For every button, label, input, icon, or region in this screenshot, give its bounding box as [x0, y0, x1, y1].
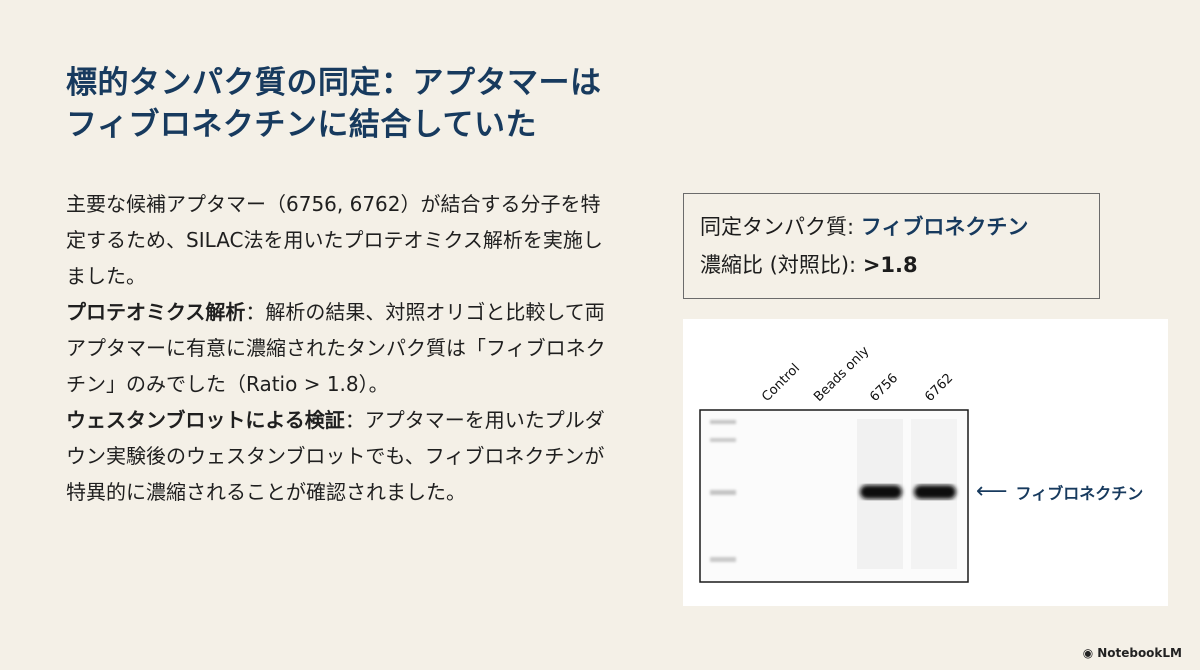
- ladder-band: [710, 490, 736, 495]
- left-arrow-icon: ⟵: [976, 479, 1008, 504]
- intro-paragraph: 主要な候補アプタマー（6756, 6762）が結合する分子を特定するため、SIL…: [66, 192, 603, 288]
- ratio-row: 濃縮比 (対照比): >1.8: [700, 246, 1099, 284]
- proteomics-heading: プロテオミクス解析: [66, 300, 246, 324]
- proteomics-text: ：解析の結果、対照オリゴと比較して両アプタマーに有意に濃縮されたタンパク質は「フ…: [66, 300, 606, 396]
- western-paragraph: ウェスタンブロットによる検証：アプタマーを用いたプルダウン実験後のウェスタンブロ…: [66, 402, 606, 510]
- protein-bands: [860, 485, 956, 499]
- lane-label-beads-only: Beads only: [811, 343, 872, 404]
- western-heading: ウェスタンブロットによる検証: [66, 408, 345, 432]
- ladder-band: [710, 420, 736, 424]
- body-text: 主要な候補アプタマー（6756, 6762）が結合する分子を特定するため、SIL…: [66, 186, 606, 510]
- lane-label-control: Control: [759, 361, 803, 405]
- protein-row: 同定タンパク質: フィブロネクチン: [700, 208, 1099, 246]
- western-text: ：アプタマーを用いたプルダウン実験後のウェスタンブロットでも、フィブロネクチンが…: [66, 408, 605, 504]
- protein-value: フィブロネクチン: [860, 215, 1029, 239]
- protein-label: 同定タンパク質:: [700, 215, 861, 239]
- band-6756: [860, 485, 902, 499]
- notebooklm-logo-icon: ◉: [1082, 646, 1094, 660]
- western-blot-svg: Control Beads only 6756 6762: [699, 343, 969, 583]
- ladder-band: [710, 438, 736, 442]
- title-line-1: 標的タンパク質の同定：アプタマーは: [66, 65, 602, 101]
- western-blot-figure: Control Beads only 6756 6762: [683, 319, 1168, 606]
- proteomics-paragraph: プロテオミクス解析：解析の結果、対照オリゴと比較して両アプタマーに有意に濃縮され…: [66, 294, 606, 402]
- lane-label-6762: 6762: [922, 371, 956, 405]
- fibronectin-band-label: ⟵ フィブロネクチン: [976, 480, 1143, 504]
- ladder-band: [710, 557, 736, 562]
- slide-title: 標的タンパク質の同定：アプタマーは フィブロネクチンに結合していた: [66, 62, 686, 146]
- lane-label-6756: 6756: [867, 371, 901, 405]
- notebooklm-logo: ◉ NotebookLM: [1083, 646, 1182, 660]
- ratio-value: >1.8: [862, 253, 918, 277]
- band-label-text: フィブロネクチン: [1015, 484, 1144, 503]
- lane-labels: Control Beads only 6756 6762: [759, 343, 956, 404]
- band-6762: [914, 485, 956, 499]
- title-line-2: フィブロネクチンに結合していた: [66, 107, 537, 143]
- logo-text: NotebookLM: [1097, 646, 1182, 660]
- ratio-label: 濃縮比 (対照比):: [700, 253, 863, 277]
- result-summary-box: 同定タンパク質: フィブロネクチン 濃縮比 (対照比): >1.8: [683, 193, 1100, 299]
- marker-ladder: [710, 420, 736, 562]
